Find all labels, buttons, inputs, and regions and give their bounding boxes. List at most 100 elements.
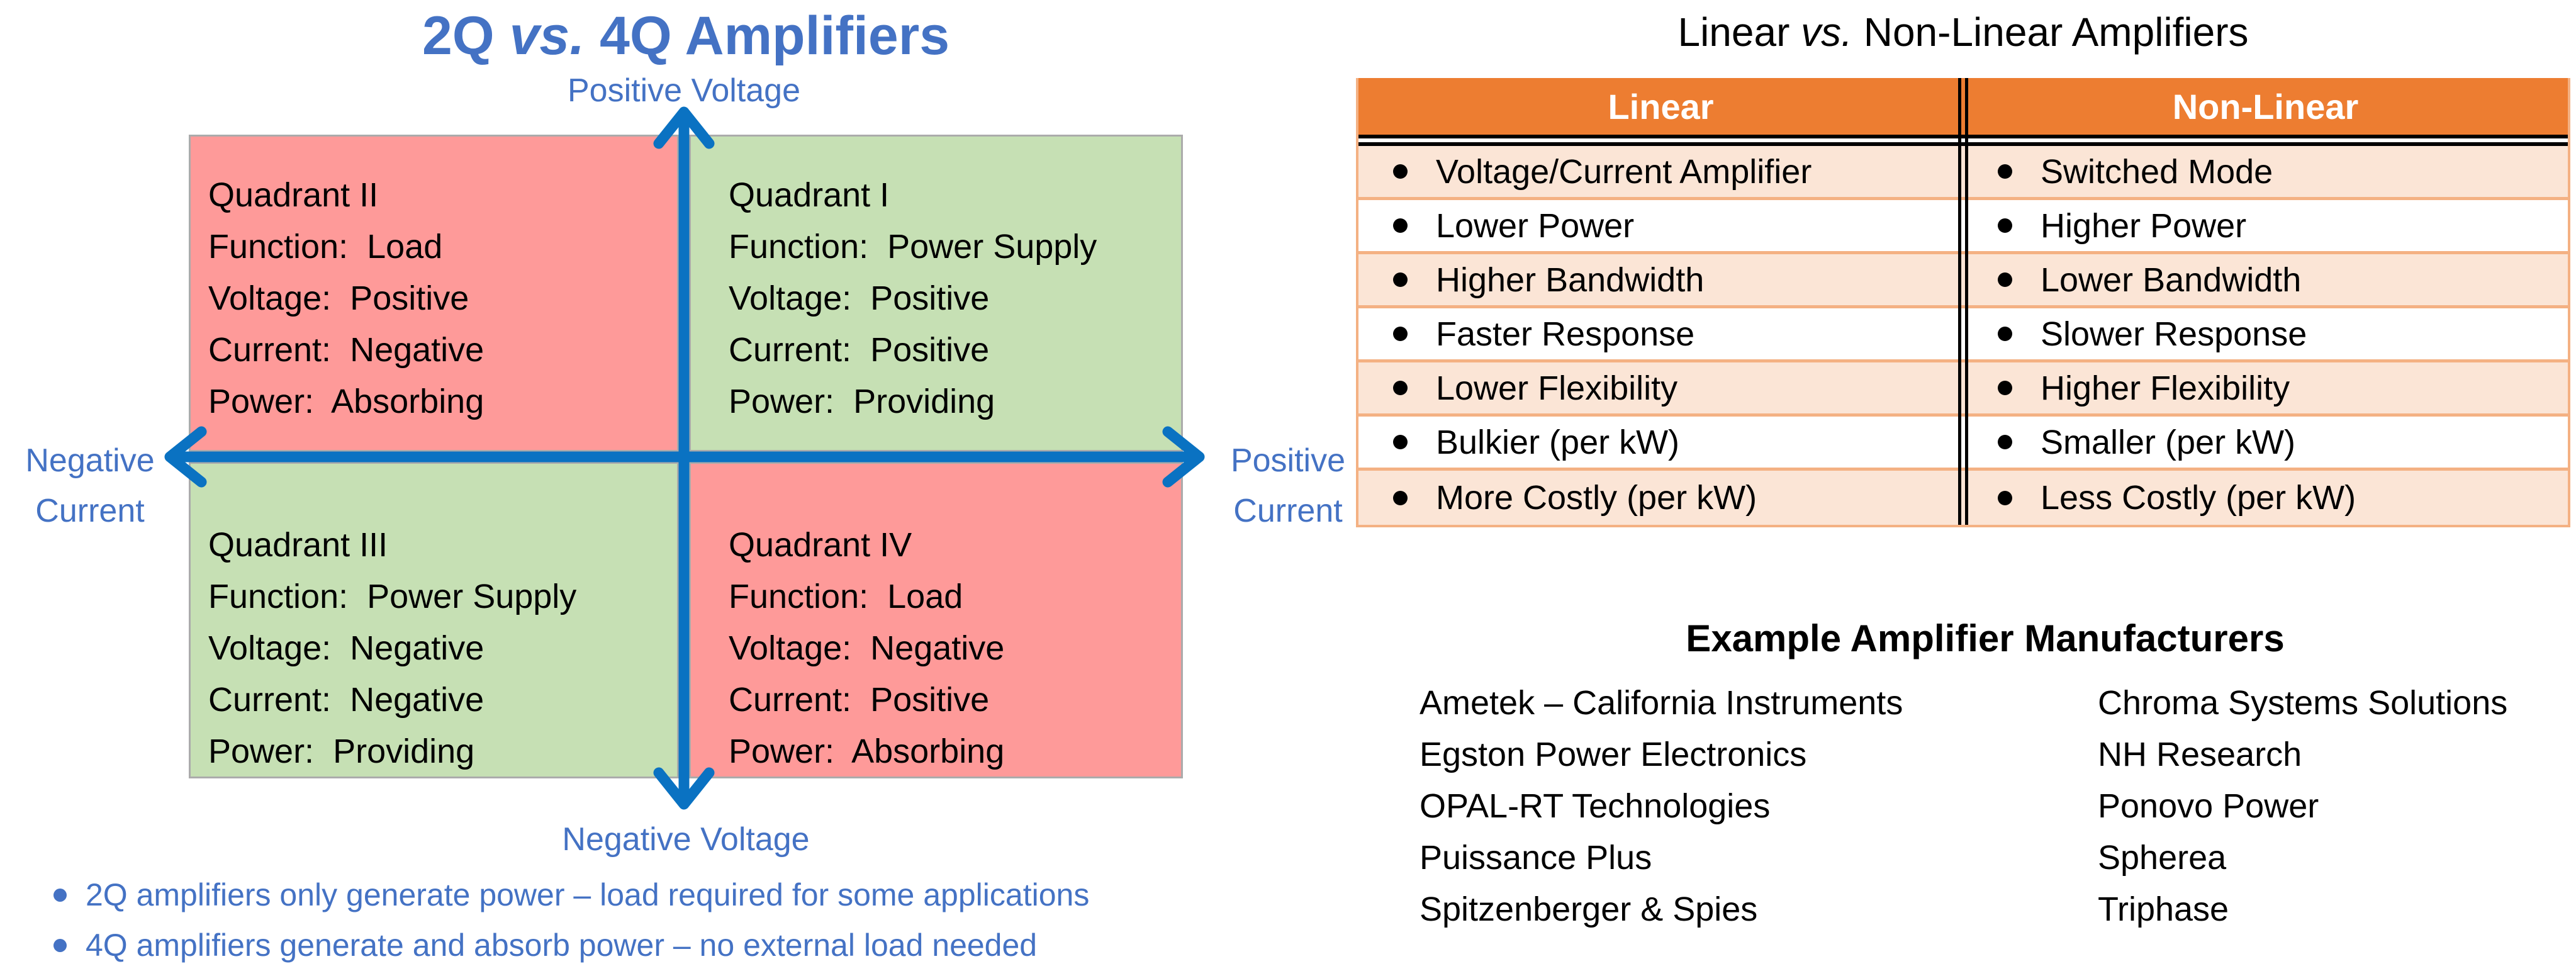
table-cell: Slower Response bbox=[1963, 308, 2568, 359]
table-row: Higher Bandwidth Lower Bandwidth bbox=[1358, 254, 2568, 308]
negative-current-line2: Current bbox=[35, 493, 145, 529]
table-cell: Higher Flexibility bbox=[1963, 362, 2568, 413]
table-row: Faster Response Slower Response bbox=[1358, 308, 2568, 362]
cell-text: Switched Mode bbox=[2041, 152, 2273, 191]
table-cell: Lower Power bbox=[1358, 200, 1963, 251]
bullet-dot-icon bbox=[1998, 490, 2012, 505]
bullet-dot-icon bbox=[1998, 272, 2012, 287]
table-title-post: Non-Linear Amplifiers bbox=[1852, 9, 2249, 55]
cell-text: Higher Flexibility bbox=[2041, 369, 2290, 407]
quadrant-2-power: Power: Absorbing bbox=[208, 383, 484, 420]
quadrant-1-title: Quadrant I bbox=[729, 176, 890, 214]
quadrant-4-voltage: Voltage: Negative bbox=[729, 629, 1005, 667]
bullet-dot-icon bbox=[53, 938, 67, 952]
table-cell: Smaller (per kW) bbox=[1963, 417, 2568, 468]
quadrant-2-function: Function: Load bbox=[208, 228, 443, 266]
table-cell: More Costly (per kW) bbox=[1358, 471, 1963, 525]
table-cell: Switched Mode bbox=[1963, 146, 2568, 197]
cell-text: Faster Response bbox=[1436, 315, 1695, 353]
table-header-row: Linear Non-Linear bbox=[1358, 78, 2568, 135]
cell-text: Slower Response bbox=[2041, 315, 2307, 353]
quadrant-1-function: Function: Power Supply bbox=[729, 228, 1097, 266]
table-title: Linear vs. Non-Linear Amplifiers bbox=[1356, 9, 2570, 55]
manufacturer-name: Puissance Plus bbox=[1420, 839, 1652, 877]
page-title-pre: 2Q bbox=[422, 6, 510, 66]
cell-text: Lower Flexibility bbox=[1436, 369, 1678, 407]
manufacturer-name: Egston Power Electronics bbox=[1420, 736, 1807, 773]
table-row: Lower Power Higher Power bbox=[1358, 200, 2568, 254]
cell-text: More Costly (per kW) bbox=[1436, 479, 1757, 517]
cell-text: Lower Power bbox=[1436, 206, 1635, 245]
manufacturers-left-column: Ametek – California Instruments Egston P… bbox=[1420, 677, 2098, 935]
bullet-dot-icon bbox=[1393, 435, 1408, 449]
quadrant-3-current: Current: Negative bbox=[208, 681, 484, 719]
quadrant-2-voltage: Voltage: Positive bbox=[208, 279, 469, 317]
cell-text: Higher Bandwidth bbox=[1436, 261, 1705, 299]
notes-list: 2Q amplifiers only generate power – load… bbox=[53, 870, 1350, 970]
cell-text: Voltage/Current Amplifier bbox=[1436, 152, 1812, 191]
positive-voltage-label: Positive Voltage bbox=[567, 72, 801, 109]
note-4q-text: 4Q amplifiers generate and absorb power … bbox=[86, 928, 1038, 963]
cell-text: Less Costly (per kW) bbox=[2041, 479, 2356, 517]
table-row: Lower Flexibility Higher Flexibility bbox=[1358, 362, 2568, 417]
table-row: Voltage/Current Amplifier Switched Mode bbox=[1358, 146, 2568, 200]
quadrant-3-voltage: Voltage: Negative bbox=[208, 629, 484, 667]
quadrant-1-voltage: Voltage: Positive bbox=[729, 279, 990, 317]
quadrant-4-title: Quadrant IV bbox=[729, 526, 912, 564]
quadrant-1-box: Quadrant I Function: Power Supply Voltag… bbox=[689, 135, 1183, 452]
negative-voltage-label: Negative Voltage bbox=[562, 821, 810, 858]
quadrant-1-current: Current: Positive bbox=[729, 331, 990, 369]
quadrant-2-box: Quadrant II Function: Load Voltage: Posi… bbox=[189, 135, 679, 452]
quadrant-3-box: Quadrant III Function: Power Supply Volt… bbox=[189, 462, 679, 778]
bullet-dot-icon bbox=[1393, 327, 1408, 341]
manufacturer-name: Chroma Systems Solutions bbox=[2098, 684, 2508, 722]
table-row: More Costly (per kW) Less Costly (per kW… bbox=[1358, 471, 2568, 525]
quadrant-1-power: Power: Providing bbox=[729, 383, 995, 420]
cell-text: Bulkier (per kW) bbox=[1436, 423, 1680, 461]
bullet-dot-icon bbox=[53, 888, 67, 902]
page-title-vs: vs. bbox=[509, 6, 585, 66]
cell-text: Higher Power bbox=[2041, 206, 2247, 245]
positive-current-line2: Current bbox=[1233, 493, 1343, 529]
table-cell: Less Costly (per kW) bbox=[1963, 471, 2568, 525]
quadrant-4-function: Function: Load bbox=[729, 578, 963, 615]
quadrant-4-power: Power: Absorbing bbox=[729, 732, 1005, 770]
table-cell: Voltage/Current Amplifier bbox=[1358, 146, 1963, 197]
bullet-dot-icon bbox=[1393, 164, 1408, 179]
bullet-dot-icon bbox=[1998, 381, 2012, 395]
table-cell: Bulkier (per kW) bbox=[1358, 417, 1963, 468]
bullet-dot-icon bbox=[1998, 435, 2012, 449]
bullet-dot-icon bbox=[1393, 490, 1408, 505]
page-title-post: 4Q Amplifiers bbox=[585, 6, 950, 66]
table-title-vs: vs. bbox=[1801, 9, 1852, 55]
note-item: 2Q amplifiers only generate power – load… bbox=[53, 870, 1350, 920]
quadrant-3-function: Function: Power Supply bbox=[208, 578, 577, 615]
quadrant-2-current: Current: Negative bbox=[208, 331, 484, 369]
table-cell: Lower Bandwidth bbox=[1963, 254, 2568, 305]
table-cell: Faster Response bbox=[1358, 308, 1963, 359]
quadrant-4-box: Quadrant IV Function: Load Voltage: Nega… bbox=[689, 462, 1183, 778]
bullet-dot-icon bbox=[1998, 327, 2012, 341]
manufacturers-right-column: Chroma Systems Solutions NH Research Pon… bbox=[2098, 677, 2576, 935]
manufacturers-heading: Example Amplifier Manufacturers bbox=[1686, 617, 2285, 659]
table-row: Bulkier (per kW) Smaller (per kW) bbox=[1358, 417, 2568, 471]
note-2q-text: 2Q amplifiers only generate power – load… bbox=[86, 877, 1090, 912]
table-header-linear: Linear bbox=[1608, 86, 1714, 126]
bullet-dot-icon bbox=[1998, 218, 2012, 233]
page-title: 2Q vs. 4Q Amplifiers bbox=[189, 5, 1183, 67]
bullet-dot-icon bbox=[1393, 218, 1408, 233]
manufacturer-name: NH Research bbox=[2098, 736, 2302, 773]
bullet-dot-icon bbox=[1998, 164, 2012, 179]
negative-current-line1: Negative bbox=[25, 442, 155, 479]
manufacturer-name: Spitzenberger & Spies bbox=[1420, 890, 1758, 928]
quadrant-3-power: Power: Providing bbox=[208, 732, 475, 770]
positive-current-line1: Positive bbox=[1230, 442, 1346, 479]
manufacturer-name: Ponovo Power bbox=[2098, 787, 2319, 825]
bullet-dot-icon bbox=[1393, 272, 1408, 287]
table-column-divider bbox=[1958, 78, 1968, 525]
manufacturer-name: Triphase bbox=[2098, 890, 2229, 928]
manufacturer-name: OPAL-RT Technologies bbox=[1420, 787, 1771, 825]
table-cell: Higher Power bbox=[1963, 200, 2568, 251]
bullet-dot-icon bbox=[1393, 381, 1408, 395]
